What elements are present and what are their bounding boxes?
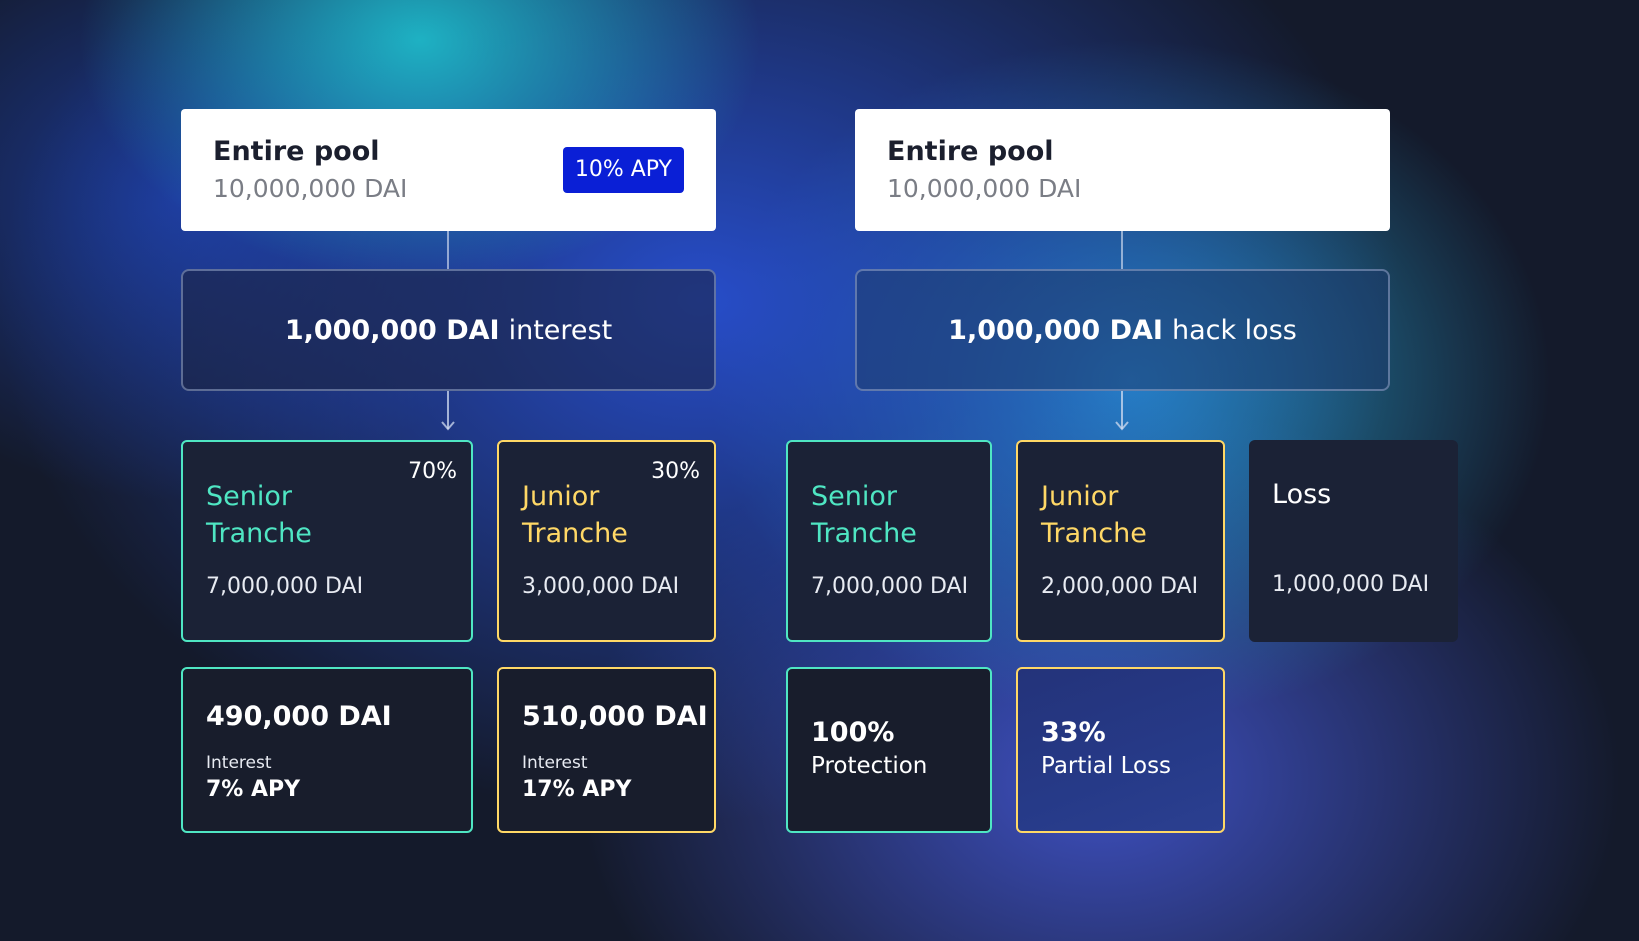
- apy-badge: 10% APY: [562, 147, 684, 193]
- partial-loss-label: Partial Loss: [1041, 753, 1172, 779]
- right-pool-card: Entire pool 10,000,000 DAI: [855, 109, 1390, 231]
- right-junior-tranche-card: Junior Tranche 2,000,000 DAI: [1016, 440, 1225, 642]
- result-apy: 17% APY: [522, 777, 632, 802]
- loss-amount: 1,000,000 DAI: [1272, 572, 1430, 597]
- result-amount: 510,000 DAI: [522, 701, 708, 732]
- pool-title: Entire pool: [887, 136, 1054, 167]
- tranche-name: Senior Tranche: [206, 481, 312, 549]
- left-pool-card: Entire pool 10,000,000 DAI 10% APY: [181, 109, 716, 231]
- partial-loss-percent: 33%: [1041, 717, 1106, 748]
- tranche-amount: 3,000,000 DAI: [522, 574, 680, 599]
- protection-percent: 100%: [811, 717, 895, 748]
- left-junior-result-card: 510,000 DAI Interest 17% APY: [497, 667, 716, 833]
- event-amount: 1,000,000 DAI: [948, 314, 1163, 346]
- pool-title: Entire pool: [213, 136, 380, 167]
- tranche-percent: 30%: [651, 459, 700, 484]
- down-arrow-icon: [441, 391, 455, 431]
- result-apy: 7% APY: [206, 777, 301, 802]
- event-amount: 1,000,000 DAI: [284, 314, 500, 346]
- right-senior-protection-card: 100% Protection: [786, 667, 992, 833]
- down-arrow-icon: [1115, 391, 1129, 431]
- tranche-percent: 70%: [408, 459, 457, 484]
- event-label: hack loss: [1171, 314, 1297, 346]
- tranche-name: Junior Tranche: [1041, 481, 1147, 549]
- pool-amount: 10,000,000 DAI: [213, 174, 408, 203]
- right-senior-tranche-card: Senior Tranche 7,000,000 DAI: [786, 440, 992, 642]
- pool-amount: 10,000,000 DAI: [887, 174, 1082, 203]
- event-label: interest: [508, 314, 613, 346]
- tranche-amount: 2,000,000 DAI: [1041, 574, 1199, 599]
- left-senior-tranche-card: Senior Tranche 70% 7,000,000 DAI: [181, 440, 473, 642]
- result-label: Interest: [206, 753, 272, 773]
- left-senior-result-card: 490,000 DAI Interest 7% APY: [181, 667, 473, 833]
- tranche-amount: 7,000,000 DAI: [811, 574, 969, 599]
- protection-label: Protection: [811, 753, 928, 779]
- loss-name: Loss: [1272, 479, 1332, 510]
- result-amount: 490,000 DAI: [206, 701, 392, 732]
- connector-line: [447, 231, 449, 269]
- right-loss-card: Loss 1,000,000 DAI: [1249, 440, 1458, 642]
- connector-line: [1121, 231, 1123, 269]
- tranche-name: Junior Tranche: [522, 481, 628, 549]
- tranche-amount: 7,000,000 DAI: [206, 574, 364, 599]
- result-label: Interest: [522, 753, 588, 773]
- right-junior-partial-loss-card: 33% Partial Loss: [1016, 667, 1225, 833]
- right-hack-loss-event: 1,000,000 DAI hack loss: [855, 269, 1390, 391]
- left-junior-tranche-card: Junior Tranche 30% 3,000,000 DAI: [497, 440, 716, 642]
- left-interest-event: 1,000,000 DAI interest: [181, 269, 716, 391]
- tranche-name: Senior Tranche: [811, 481, 917, 549]
